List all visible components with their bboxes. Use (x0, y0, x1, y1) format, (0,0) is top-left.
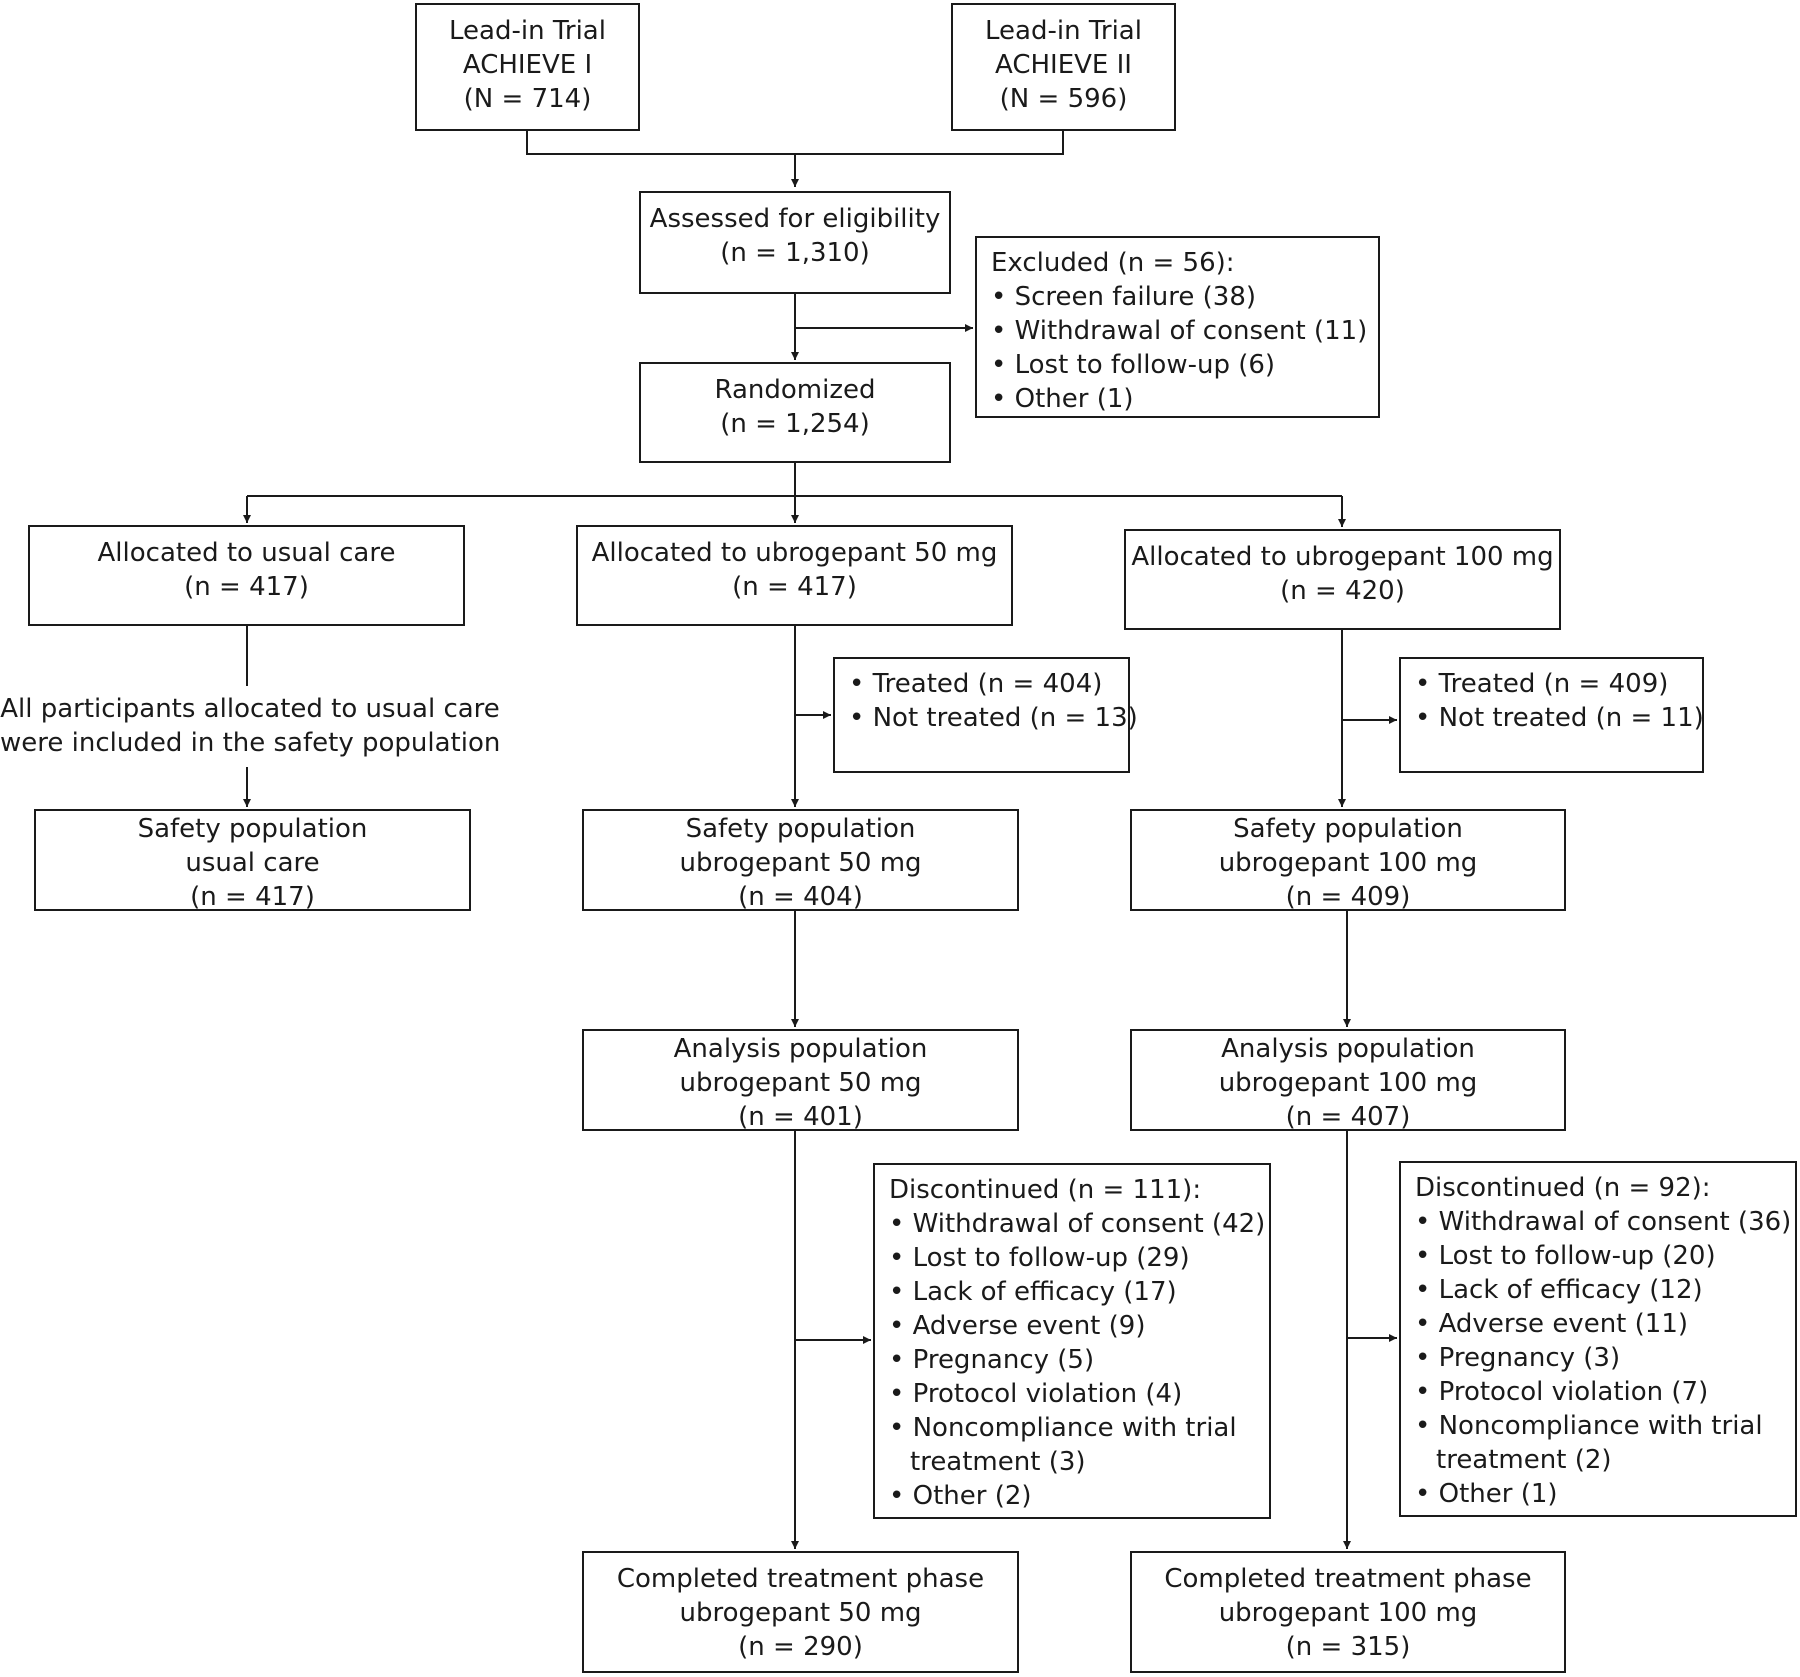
discontinued-title: Discontinued (n = 111): (889, 1175, 1202, 1205)
completed-ubrogepant-50-box: Completed treatment phase ubrogepant 50 … (582, 1551, 1019, 1673)
randomized-box: Randomized (n = 1,254) (639, 362, 951, 463)
discontinued-item: • Withdrawal of consent (42) (889, 1209, 1266, 1239)
discontinued-item: • Other (1) (1415, 1479, 1558, 1509)
safety-count: (n = 417) (190, 882, 315, 912)
discontinued-item: • Protocol violation (4) (889, 1379, 1183, 1409)
usual-care-note-line: All participants allocated to usual care (0, 694, 500, 724)
treated-50-box: • Treated (n = 404) • Not treated (n = 1… (833, 657, 1138, 773)
discontinued-item: • Lost to follow-up (29) (889, 1243, 1190, 1273)
discontinued-item: • Pregnancy (5) (889, 1345, 1095, 1375)
excluded-item: • Lost to follow-up (6) (991, 350, 1276, 380)
discontinued-item-continued: treatment (2) (1436, 1445, 1612, 1475)
discontinued-item: • Withdrawal of consent (36) (1415, 1207, 1792, 1237)
safety-group: usual care (185, 848, 320, 878)
completed-count: (n = 315) (1285, 1632, 1411, 1662)
treated-item: • Treated (n = 409) (1415, 669, 1669, 699)
treated-item: • Not treated (n = 11) (1415, 703, 1704, 733)
lead-in-count: (N = 596) (999, 84, 1128, 114)
excluded-item: • Other (1) (991, 384, 1134, 414)
analysis-group: ubrogepant 100 mg (1218, 1068, 1478, 1098)
excluded-box: Excluded (n = 56): • Screen failure (38)… (975, 236, 1380, 418)
usual-care-note-line: were included in the safety population (0, 728, 501, 758)
treated-item: • Not treated (n = 13) (849, 703, 1138, 733)
discontinued-item: • Other (2) (889, 1481, 1032, 1511)
discontinued-item-continued: treatment (3) (910, 1447, 1086, 1477)
completed-group: ubrogepant 50 mg (679, 1598, 922, 1628)
discontinued-item: • Protocol violation (7) (1415, 1377, 1709, 1407)
lead-in-name: ACHIEVE II (995, 50, 1132, 80)
completed-count: (n = 290) (738, 1632, 863, 1662)
allocation-count: (n = 420) (1280, 576, 1405, 606)
safety-usual-care-box: Safety population usual care (n = 417) (34, 809, 471, 912)
allocation-title: Allocated to ubrogepant 50 mg (591, 538, 998, 568)
lead-in-box-achieve-2: Lead-in Trial ACHIEVE II (N = 596) (951, 3, 1176, 131)
safety-group: ubrogepant 100 mg (1218, 848, 1478, 878)
allocated-usual-care-box: Allocated to usual care (n = 417) (28, 525, 465, 626)
completed-ubrogepant-100-box: Completed treatment phase ubrogepant 100… (1130, 1551, 1566, 1673)
usual-care-note: All participants allocated to usual care… (0, 692, 500, 760)
allocation-title: Allocated to ubrogepant 100 mg (1131, 542, 1554, 572)
discontinued-item: • Lost to follow-up (20) (1415, 1241, 1716, 1271)
allocated-ubrogepant-50-box: Allocated to ubrogepant 50 mg (n = 417) (576, 525, 1013, 626)
safety-title: Safety population (137, 814, 368, 844)
lead-in-box-achieve-1: Lead-in Trial ACHIEVE I (N = 714) (415, 3, 640, 131)
discontinued-100-box: Discontinued (n = 92): • Withdrawal of c… (1399, 1161, 1797, 1517)
completed-title: Completed treatment phase (1164, 1564, 1532, 1594)
discontinued-item: • Adverse event (9) (889, 1311, 1146, 1341)
discontinued-title: Discontinued (n = 92): (1415, 1173, 1711, 1203)
analysis-ubrogepant-100-box: Analysis population ubrogepant 100 mg (n… (1130, 1029, 1566, 1132)
safety-count: (n = 409) (1285, 882, 1411, 912)
eligibility-box: Assessed for eligibility (n = 1,310) (639, 191, 951, 294)
safety-group: ubrogepant 50 mg (679, 848, 922, 878)
discontinued-item: • Noncompliance with trial (889, 1413, 1237, 1443)
safety-ubrogepant-100-box: Safety population ubrogepant 100 mg (n =… (1130, 809, 1566, 912)
analysis-count: (n = 401) (738, 1102, 863, 1132)
analysis-title: Analysis population (1221, 1034, 1475, 1064)
allocation-count: (n = 417) (732, 572, 857, 602)
randomized-count: (n = 1,254) (720, 409, 870, 439)
lead-in-count: (N = 714) (463, 84, 592, 114)
safety-count: (n = 404) (738, 882, 863, 912)
excluded-item: • Screen failure (38) (991, 282, 1257, 312)
treated-100-box: • Treated (n = 409) • Not treated (n = 1… (1399, 657, 1704, 773)
safety-ubrogepant-50-box: Safety population ubrogepant 50 mg (n = … (582, 809, 1019, 912)
allocated-ubrogepant-100-box: Allocated to ubrogepant 100 mg (n = 420) (1124, 529, 1561, 630)
discontinued-50-box: Discontinued (n = 111): • Withdrawal of … (873, 1163, 1271, 1519)
analysis-title: Analysis population (673, 1034, 928, 1064)
excluded-title: Excluded (n = 56): (991, 248, 1235, 278)
completed-group: ubrogepant 100 mg (1218, 1598, 1478, 1628)
safety-title: Safety population (1233, 814, 1463, 844)
discontinued-item: • Pregnancy (3) (1415, 1343, 1621, 1373)
completed-title: Completed treatment phase (616, 1564, 985, 1594)
merge-connector (526, 131, 1064, 155)
discontinued-item: • Noncompliance with trial (1415, 1411, 1763, 1441)
allocation-title: Allocated to usual care (97, 538, 396, 568)
randomized-title: Randomized (714, 375, 876, 405)
lead-in-title: Lead-in Trial (985, 16, 1142, 46)
lead-in-title: Lead-in Trial (449, 16, 606, 46)
discontinued-item: • Adverse event (11) (1415, 1309, 1688, 1339)
lead-in-name: ACHIEVE I (462, 50, 593, 80)
eligibility-title: Assessed for eligibility (649, 204, 941, 234)
eligibility-count: (n = 1,310) (720, 238, 870, 268)
safety-title: Safety population (685, 814, 916, 844)
analysis-count: (n = 407) (1285, 1102, 1411, 1132)
analysis-group: ubrogepant 50 mg (679, 1068, 922, 1098)
allocation-count: (n = 417) (184, 572, 309, 602)
treated-item: • Treated (n = 404) (849, 669, 1103, 699)
analysis-ubrogepant-50-box: Analysis population ubrogepant 50 mg (n … (582, 1029, 1019, 1132)
branch-connector (247, 463, 1342, 497)
discontinued-item: • Lack of efficacy (12) (1415, 1275, 1703, 1305)
excluded-item: • Withdrawal of consent (11) (991, 316, 1368, 346)
discontinued-item: • Lack of efficacy (17) (889, 1277, 1177, 1307)
